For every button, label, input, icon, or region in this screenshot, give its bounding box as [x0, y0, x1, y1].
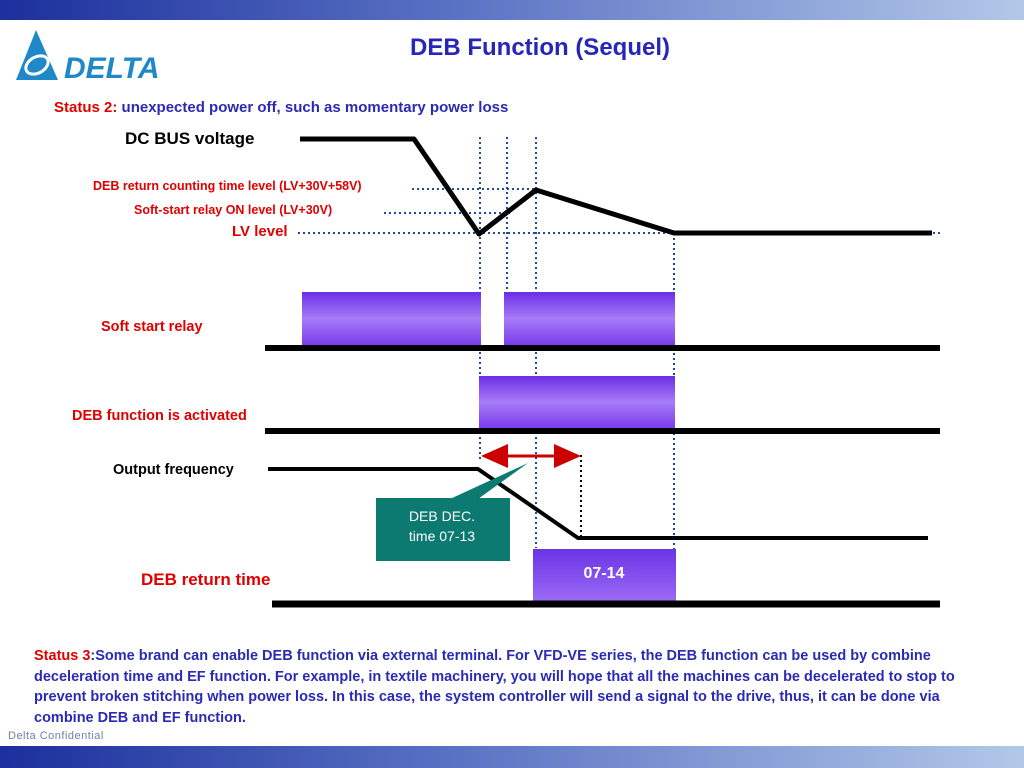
deb-activated-label: DEB function is activated: [72, 408, 247, 424]
logo-wordmark: DELTA: [64, 52, 160, 84]
status-3-paragraph: Status 3:Some brand can enable DEB funct…: [34, 646, 994, 728]
deb-return-level-label: DEB return counting time level (LV+30V+5…: [93, 179, 362, 193]
soft-start-relay-label: Soft start relay: [101, 319, 203, 335]
status-2-heading: Status 2: unexpected power off, such as …: [54, 99, 508, 116]
top-banner: [0, 0, 1024, 20]
deb-dec-callout: [376, 498, 510, 561]
output-frequency-waveform: [268, 467, 928, 540]
status-3-text: :Some brand can enable DEB function via …: [34, 648, 955, 726]
deb-dec-callout-text: DEB DEC. time 07-13: [376, 506, 508, 546]
deb-return-time-label: DEB return time: [141, 570, 271, 589]
callout-pointer: [450, 463, 528, 499]
dc-bus-waveform: [300, 136, 932, 237]
page-title: DEB Function (Sequel): [410, 34, 670, 61]
dc-bus-voltage-label: DC BUS voltage: [125, 129, 255, 148]
soft-start-level-label: Soft-start relay ON level (LV+30V): [134, 203, 333, 217]
deb-return-time-pulse: [533, 549, 676, 601]
status-3-label: Status 3: [34, 648, 91, 664]
delta-logo: DELTA: [16, 30, 160, 84]
status-2-text: unexpected power off, such as momentary …: [117, 99, 509, 116]
output-frequency-label: Output frequency: [113, 462, 234, 478]
bottom-banner: [0, 746, 1024, 768]
deb-return-time-value: 07-14: [583, 565, 625, 582]
lv-level-label: LV level: [232, 223, 288, 240]
callout-line-1: DEB DEC.: [408, 508, 476, 524]
callout-line-2: time 07-13: [408, 528, 476, 544]
footer-confidential: Delta Confidential: [8, 730, 104, 742]
soft-start-relay-pulse-1: [302, 292, 481, 345]
deb-activated-pulse: [479, 376, 675, 428]
soft-start-relay-pulse-2: [504, 292, 675, 345]
status-2-label: Status 2:: [54, 99, 118, 116]
